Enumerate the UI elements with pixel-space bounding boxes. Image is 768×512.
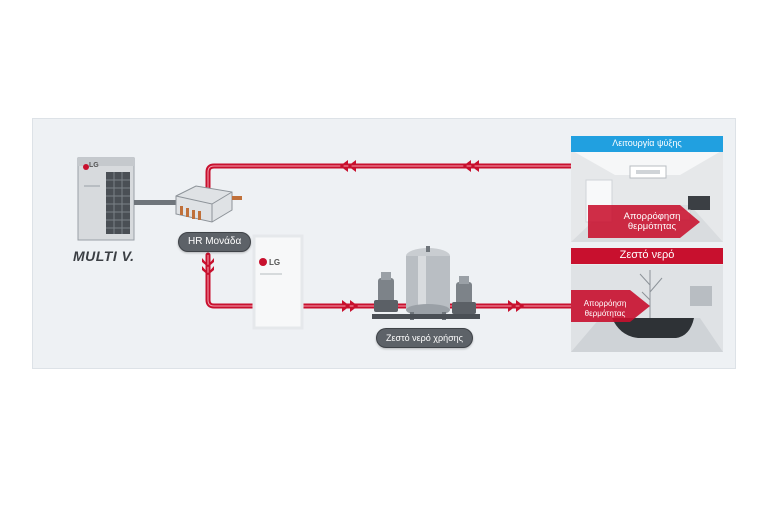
cooling-room-image: [571, 136, 723, 242]
pump-base: [372, 314, 480, 319]
bathroom-image: [571, 248, 723, 352]
hot-absorb-line1: Απορρόηση: [583, 299, 627, 308]
hot-water-heat-absorb-label: Απορρόηση θερμότητας: [572, 299, 638, 319]
cooling-absorb-line1: Απορρόφηση: [623, 211, 681, 222]
hr-unit-icon: [175, 185, 242, 223]
hydro-kit-icon: [252, 234, 304, 330]
arrow-chevron-icon: [202, 258, 214, 275]
cooling-mode-title: Λειτουργία ψύξης: [612, 138, 682, 148]
cooling-absorb-line2: θερμότητας: [627, 221, 677, 232]
pump-icon: [374, 272, 398, 312]
outdoor-unit-icon: [77, 157, 135, 241]
pipe-highlight: [207, 165, 580, 307]
arrow-chevron-icon: [340, 160, 479, 172]
hot-absorb-line2: θερμότητας: [584, 309, 626, 318]
pump-icon: [452, 276, 476, 314]
cooling-header-bar: [571, 136, 723, 152]
arrow-chevron-icon: [342, 300, 524, 312]
lg-logo: LG: [89, 162, 99, 169]
lg-logo: LG: [269, 258, 281, 267]
hot-water-use-label: Ζεστό νερό χρήσης: [376, 328, 474, 348]
hot-water-title: Ζεστό νερό: [619, 249, 675, 261]
cooling-heat-absorb-label: Απορρόφηση θερμότητας: [612, 212, 692, 232]
hr-unit-label: HR Μονάδα: [178, 232, 252, 252]
multi-v-brand: MULTI V.: [73, 248, 135, 264]
water-tank-icon: [406, 246, 450, 320]
hot-water-header-bar: [571, 248, 723, 264]
connector-pipe: [134, 200, 176, 205]
